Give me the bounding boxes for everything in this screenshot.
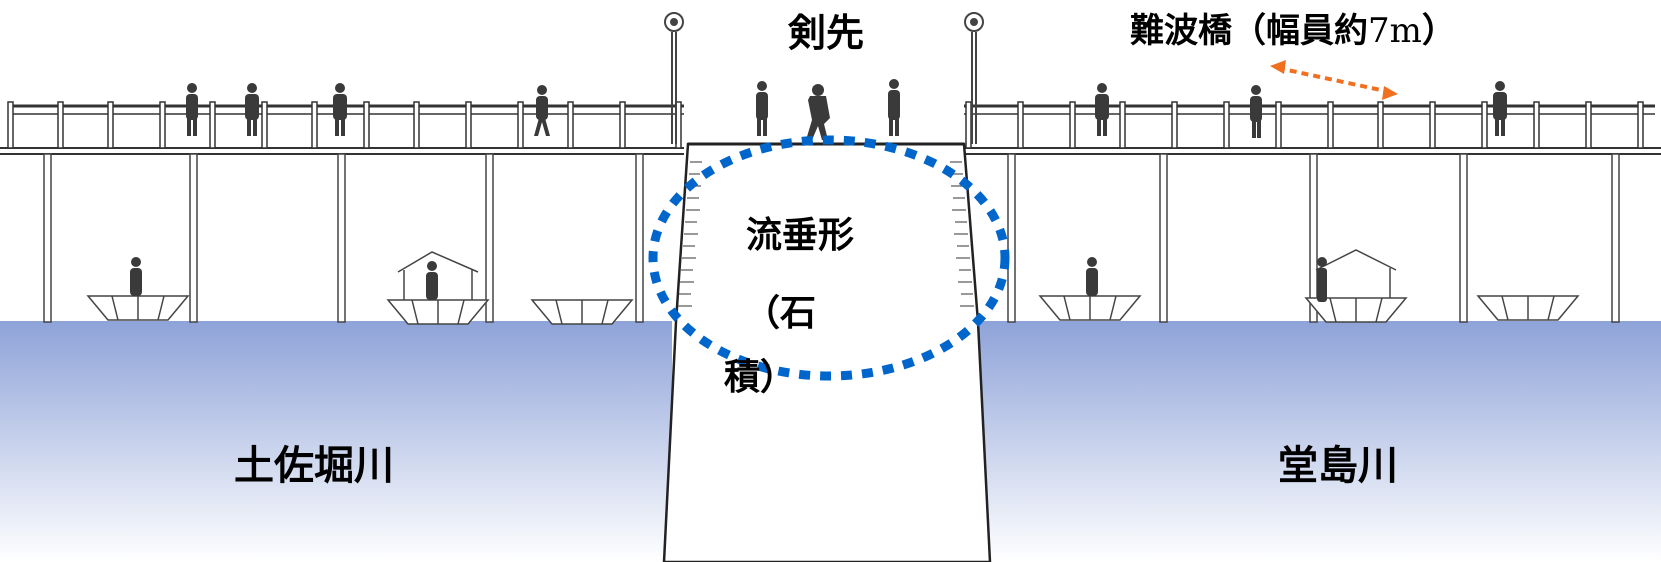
central-embankment	[662, 142, 992, 562]
bridge-piers-left	[43, 153, 644, 323]
person-silhouette-icon	[806, 84, 830, 140]
person-silhouette-icon	[333, 83, 347, 136]
boat-icon	[86, 295, 190, 321]
street-lamp-icon	[664, 12, 684, 144]
person-silhouette-icon	[1250, 85, 1262, 138]
boat-icon	[1476, 295, 1580, 321]
boat-icon	[1038, 295, 1142, 321]
person-silhouette-icon	[245, 83, 259, 136]
person-silhouette-icon	[888, 79, 900, 136]
bridge-close-paren: ）	[1421, 11, 1456, 51]
embankment-form-label: 流垂形	[746, 215, 855, 256]
person-silhouette-icon	[1493, 81, 1507, 136]
person-silhouette-icon	[1317, 257, 1327, 302]
river-right-label: 堂島川	[1278, 443, 1398, 489]
person-silhouette-icon	[756, 81, 768, 136]
bridge-piers-right	[1007, 153, 1620, 323]
street-lamp-icon	[964, 12, 984, 144]
bridge-name-text: 難波橋（幅員約	[1130, 11, 1368, 51]
boats-left	[86, 251, 634, 325]
bridge-width-arrow	[1270, 60, 1398, 100]
sword-tip-label: 剣先	[788, 11, 865, 55]
boat-icon	[386, 251, 490, 325]
people-on-bridge	[186, 79, 1507, 140]
stone-masonry-label-close: 積）	[724, 357, 797, 398]
person-silhouette-icon	[534, 85, 550, 136]
water-left	[0, 322, 672, 562]
bridge-deck-right	[964, 104, 1661, 155]
bridge-width-value: 7m	[1368, 11, 1422, 51]
railing-posts-right	[965, 101, 1644, 149]
people-in-boats	[130, 257, 1327, 302]
boats-right	[1038, 249, 1580, 323]
bridge-name-label: 難波橋（幅員約7m）	[1130, 14, 1456, 48]
person-silhouette-icon	[130, 257, 142, 296]
railing-posts-left	[7, 101, 682, 149]
river-left-label: 土佐堀川	[234, 443, 394, 489]
person-silhouette-icon	[426, 261, 438, 300]
boat-icon	[530, 299, 634, 325]
water-right	[978, 322, 1661, 562]
embankment-highlight-ellipse	[648, 135, 1010, 381]
person-silhouette-icon	[186, 83, 198, 136]
person-silhouette-icon	[1095, 83, 1109, 136]
stone-masonry-label-open: （石	[744, 293, 817, 334]
person-silhouette-icon	[1086, 257, 1098, 296]
